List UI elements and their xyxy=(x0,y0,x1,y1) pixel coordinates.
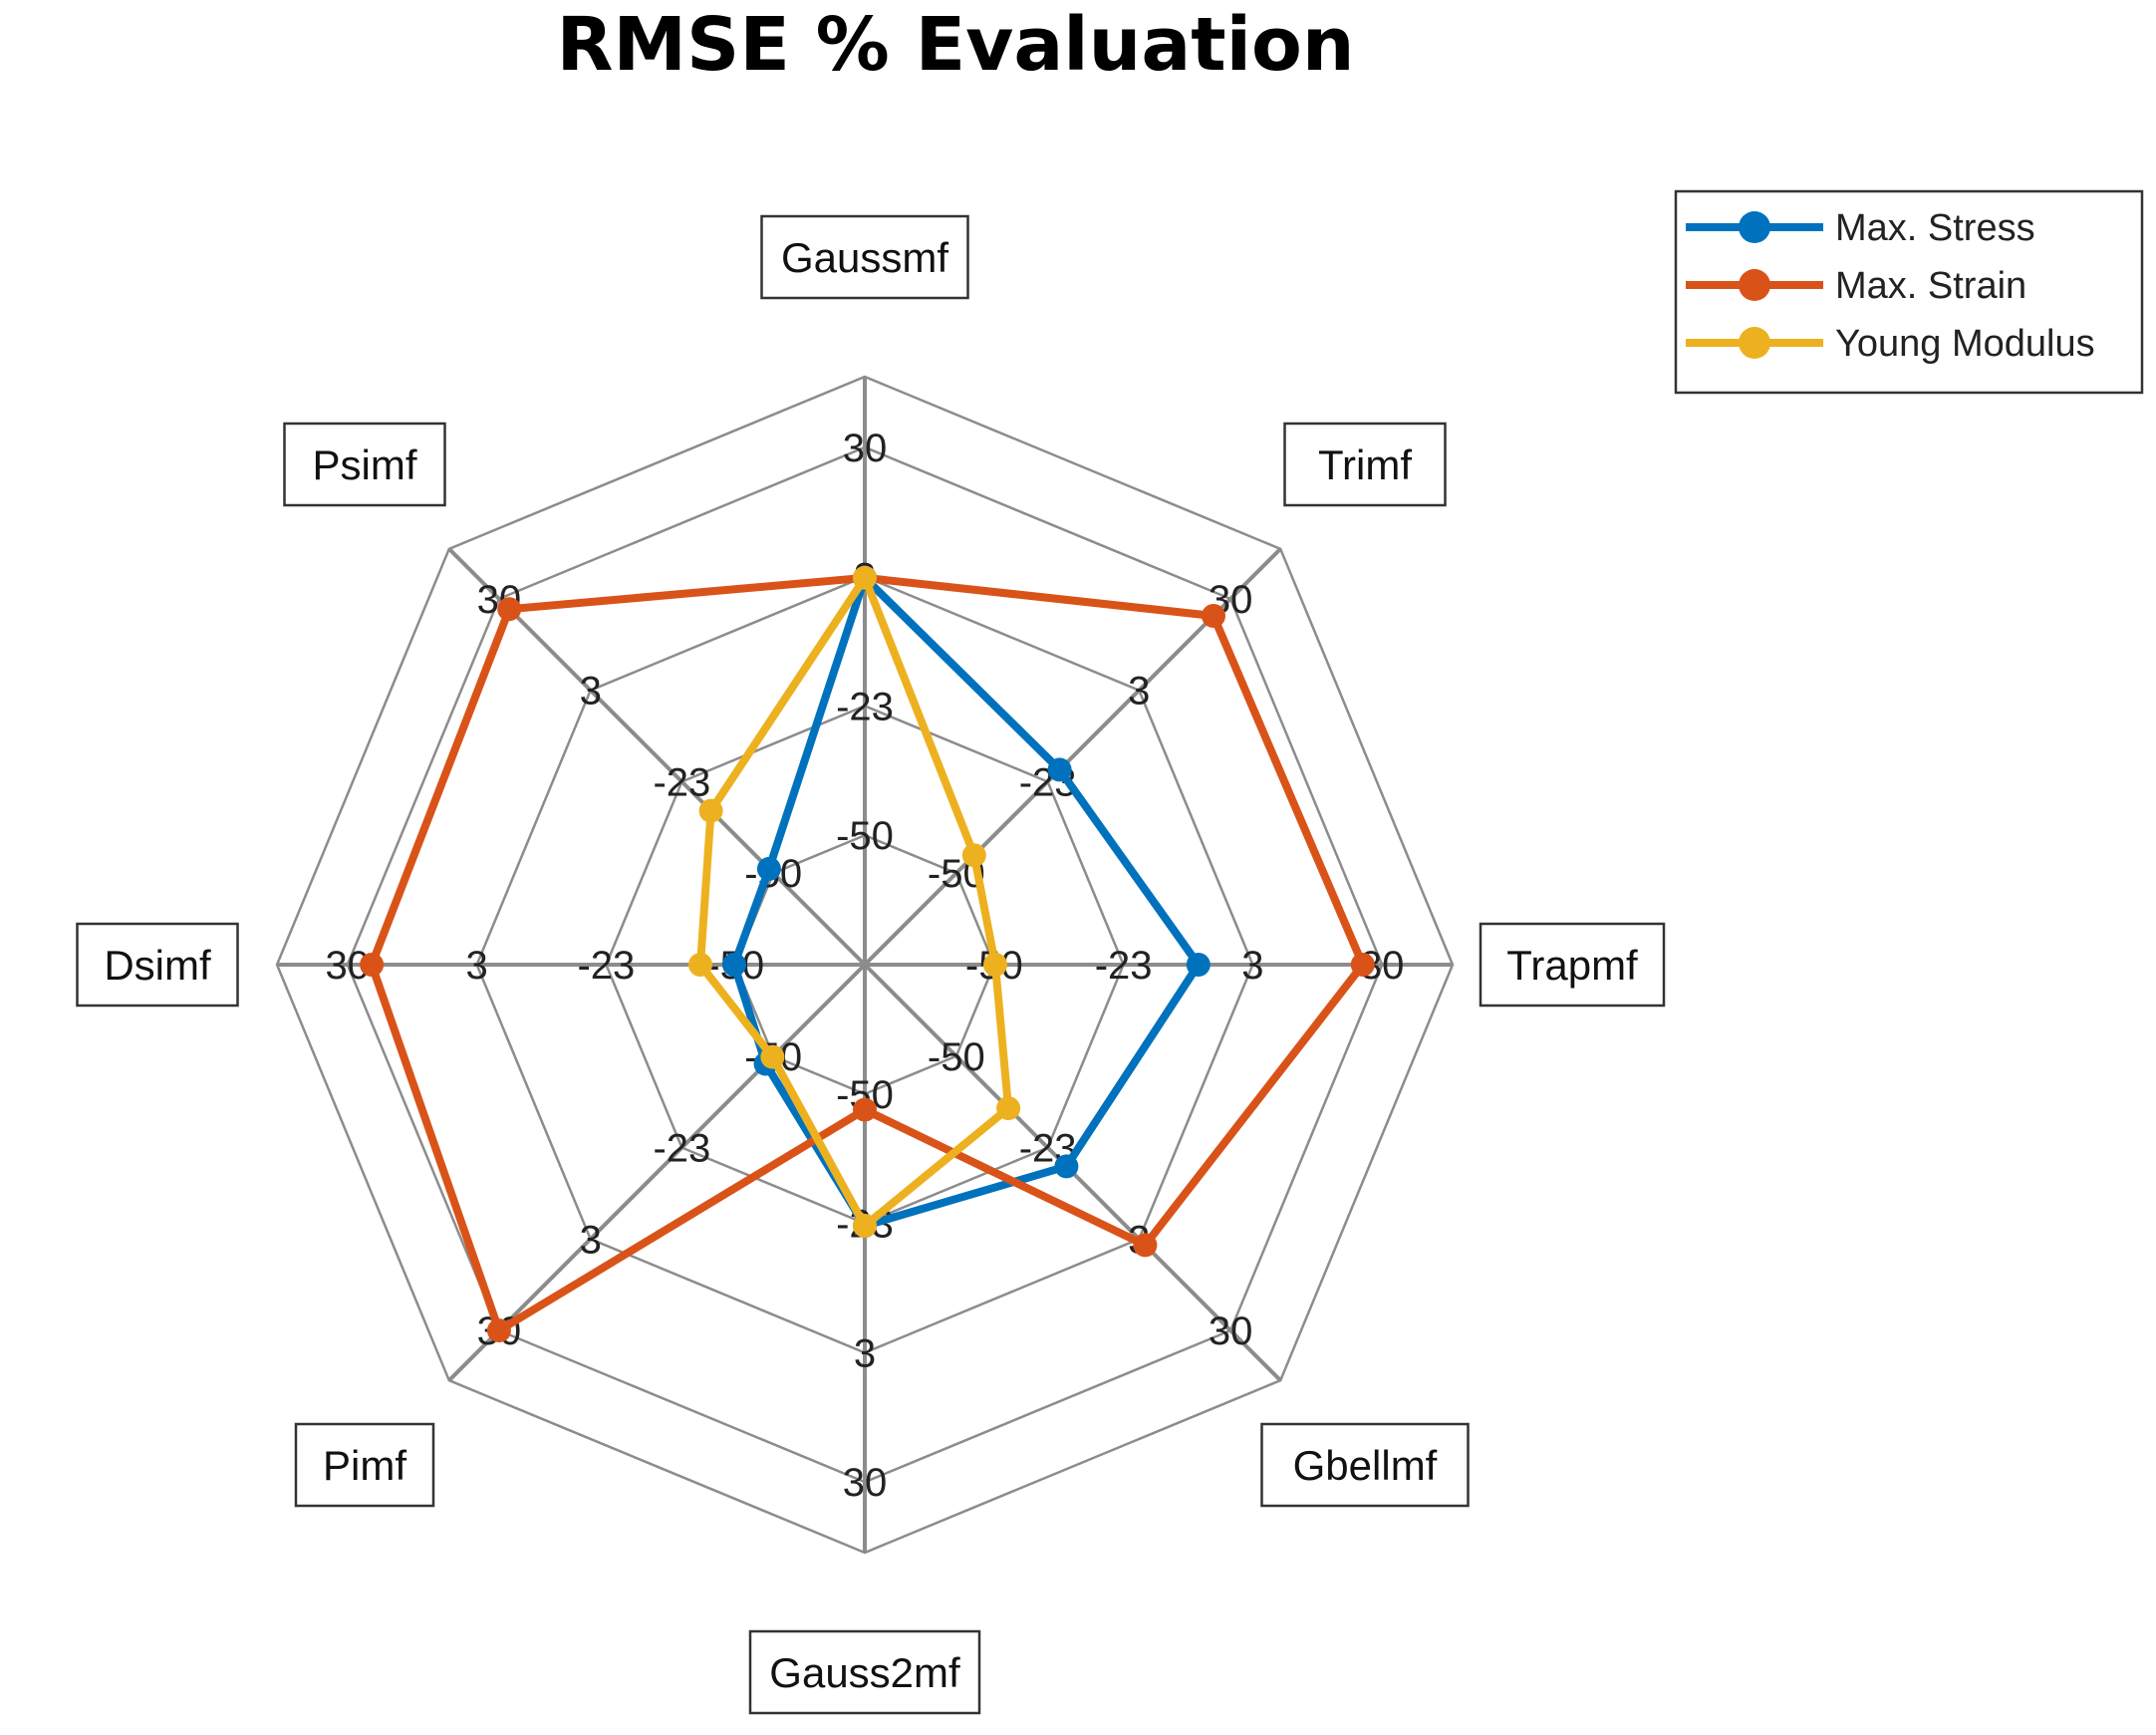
axis-label-text: Psimf xyxy=(313,441,417,488)
tick-label: 3 xyxy=(854,1331,876,1375)
axis-label-pimf: Pimf xyxy=(294,1422,435,1508)
data-point xyxy=(1202,604,1225,628)
tick-label: -23 xyxy=(1095,944,1153,988)
axis-label-text: Gaussmf xyxy=(781,234,948,281)
legend-marker xyxy=(1739,269,1770,301)
legend-item: Max. Stress xyxy=(1686,207,2035,249)
axis-label-text: Gauss2mf xyxy=(769,1649,960,1696)
data-point xyxy=(756,856,781,881)
axis-label-box xyxy=(1283,422,1447,507)
legend-marker xyxy=(1739,211,1770,243)
tick-label: -50 xyxy=(836,814,894,858)
chart-title: RMSE % Evaluation xyxy=(556,2,1355,88)
grid-spoke xyxy=(447,963,867,1382)
tick-label: 3 xyxy=(580,1218,602,1262)
data-point xyxy=(760,1044,785,1069)
axis-label-trimf: Trimf xyxy=(1283,422,1447,507)
data-point xyxy=(853,1214,877,1238)
axis-label-box xyxy=(748,1629,981,1715)
legend-label: Max. Stress xyxy=(1835,207,2035,249)
axis-label-gauss2mf: Gauss2mf xyxy=(748,1629,981,1715)
data-point xyxy=(983,953,1007,977)
tick-label: 30 xyxy=(843,427,888,470)
axis-label-box xyxy=(760,214,969,300)
axis-label-text: Dsimf xyxy=(104,942,211,989)
axis-label-box xyxy=(1260,1422,1470,1508)
axis-label-gaussmf: Gaussmf xyxy=(760,214,969,300)
tick-label: 3 xyxy=(465,944,487,988)
legend-item: Young Modulus xyxy=(1686,323,2095,365)
axis-label-text: Trapmf xyxy=(1506,942,1638,989)
data-point xyxy=(722,953,746,977)
data-point xyxy=(497,597,522,622)
tick-label: -23 xyxy=(653,1127,710,1171)
axis-label-box xyxy=(283,422,446,507)
tick-label: 3 xyxy=(580,670,602,714)
axis-label-box xyxy=(1479,922,1666,1008)
data-point xyxy=(698,798,723,823)
tick-label: 3 xyxy=(1241,944,1263,988)
data-point xyxy=(1047,757,1072,782)
axis-label-trapmf: Trapmf xyxy=(1479,922,1666,1008)
tick-label: -23 xyxy=(653,760,710,804)
axis-label-text: Gbellmf xyxy=(1293,1442,1438,1489)
data-point xyxy=(961,843,986,868)
axis-label-box xyxy=(76,922,239,1008)
axis-label-dsimf: Dsimf xyxy=(76,922,239,1008)
series-max-stress xyxy=(722,565,1211,1238)
tick-label: 30 xyxy=(843,1461,888,1505)
axis-label-gbellmf: Gbellmf xyxy=(1260,1422,1470,1508)
data-point xyxy=(486,1318,511,1343)
data-point xyxy=(853,565,877,590)
data-point xyxy=(1186,953,1211,977)
tick-label: 3 xyxy=(1128,670,1150,714)
data-point xyxy=(1054,1154,1079,1179)
tick-label: -23 xyxy=(836,685,894,728)
data-point xyxy=(853,1097,877,1122)
axis-label-box xyxy=(294,1422,435,1508)
series-young-modulus xyxy=(688,565,1021,1238)
tick-label: -23 xyxy=(577,944,635,988)
data-point xyxy=(996,1096,1021,1121)
radar-grid xyxy=(275,375,1455,1555)
legend-label: Max. Strain xyxy=(1835,265,2026,307)
radar-series xyxy=(360,565,1375,1343)
data-point xyxy=(1133,1233,1158,1258)
axis-label-text: Trimf xyxy=(1318,441,1412,488)
legend-label: Young Modulus xyxy=(1835,323,2095,365)
grid-spoke xyxy=(447,547,867,967)
axis-label-text: Pimf xyxy=(323,1442,406,1489)
axis-label-psimf: Psimf xyxy=(283,422,446,507)
legend-marker xyxy=(1739,327,1770,359)
data-point xyxy=(1350,953,1375,977)
tick-label: 30 xyxy=(1209,1309,1253,1353)
data-point xyxy=(688,953,712,977)
tick-label: -50 xyxy=(928,1035,985,1079)
legend-item: Max. Strain xyxy=(1686,265,2026,307)
data-point xyxy=(360,953,385,977)
